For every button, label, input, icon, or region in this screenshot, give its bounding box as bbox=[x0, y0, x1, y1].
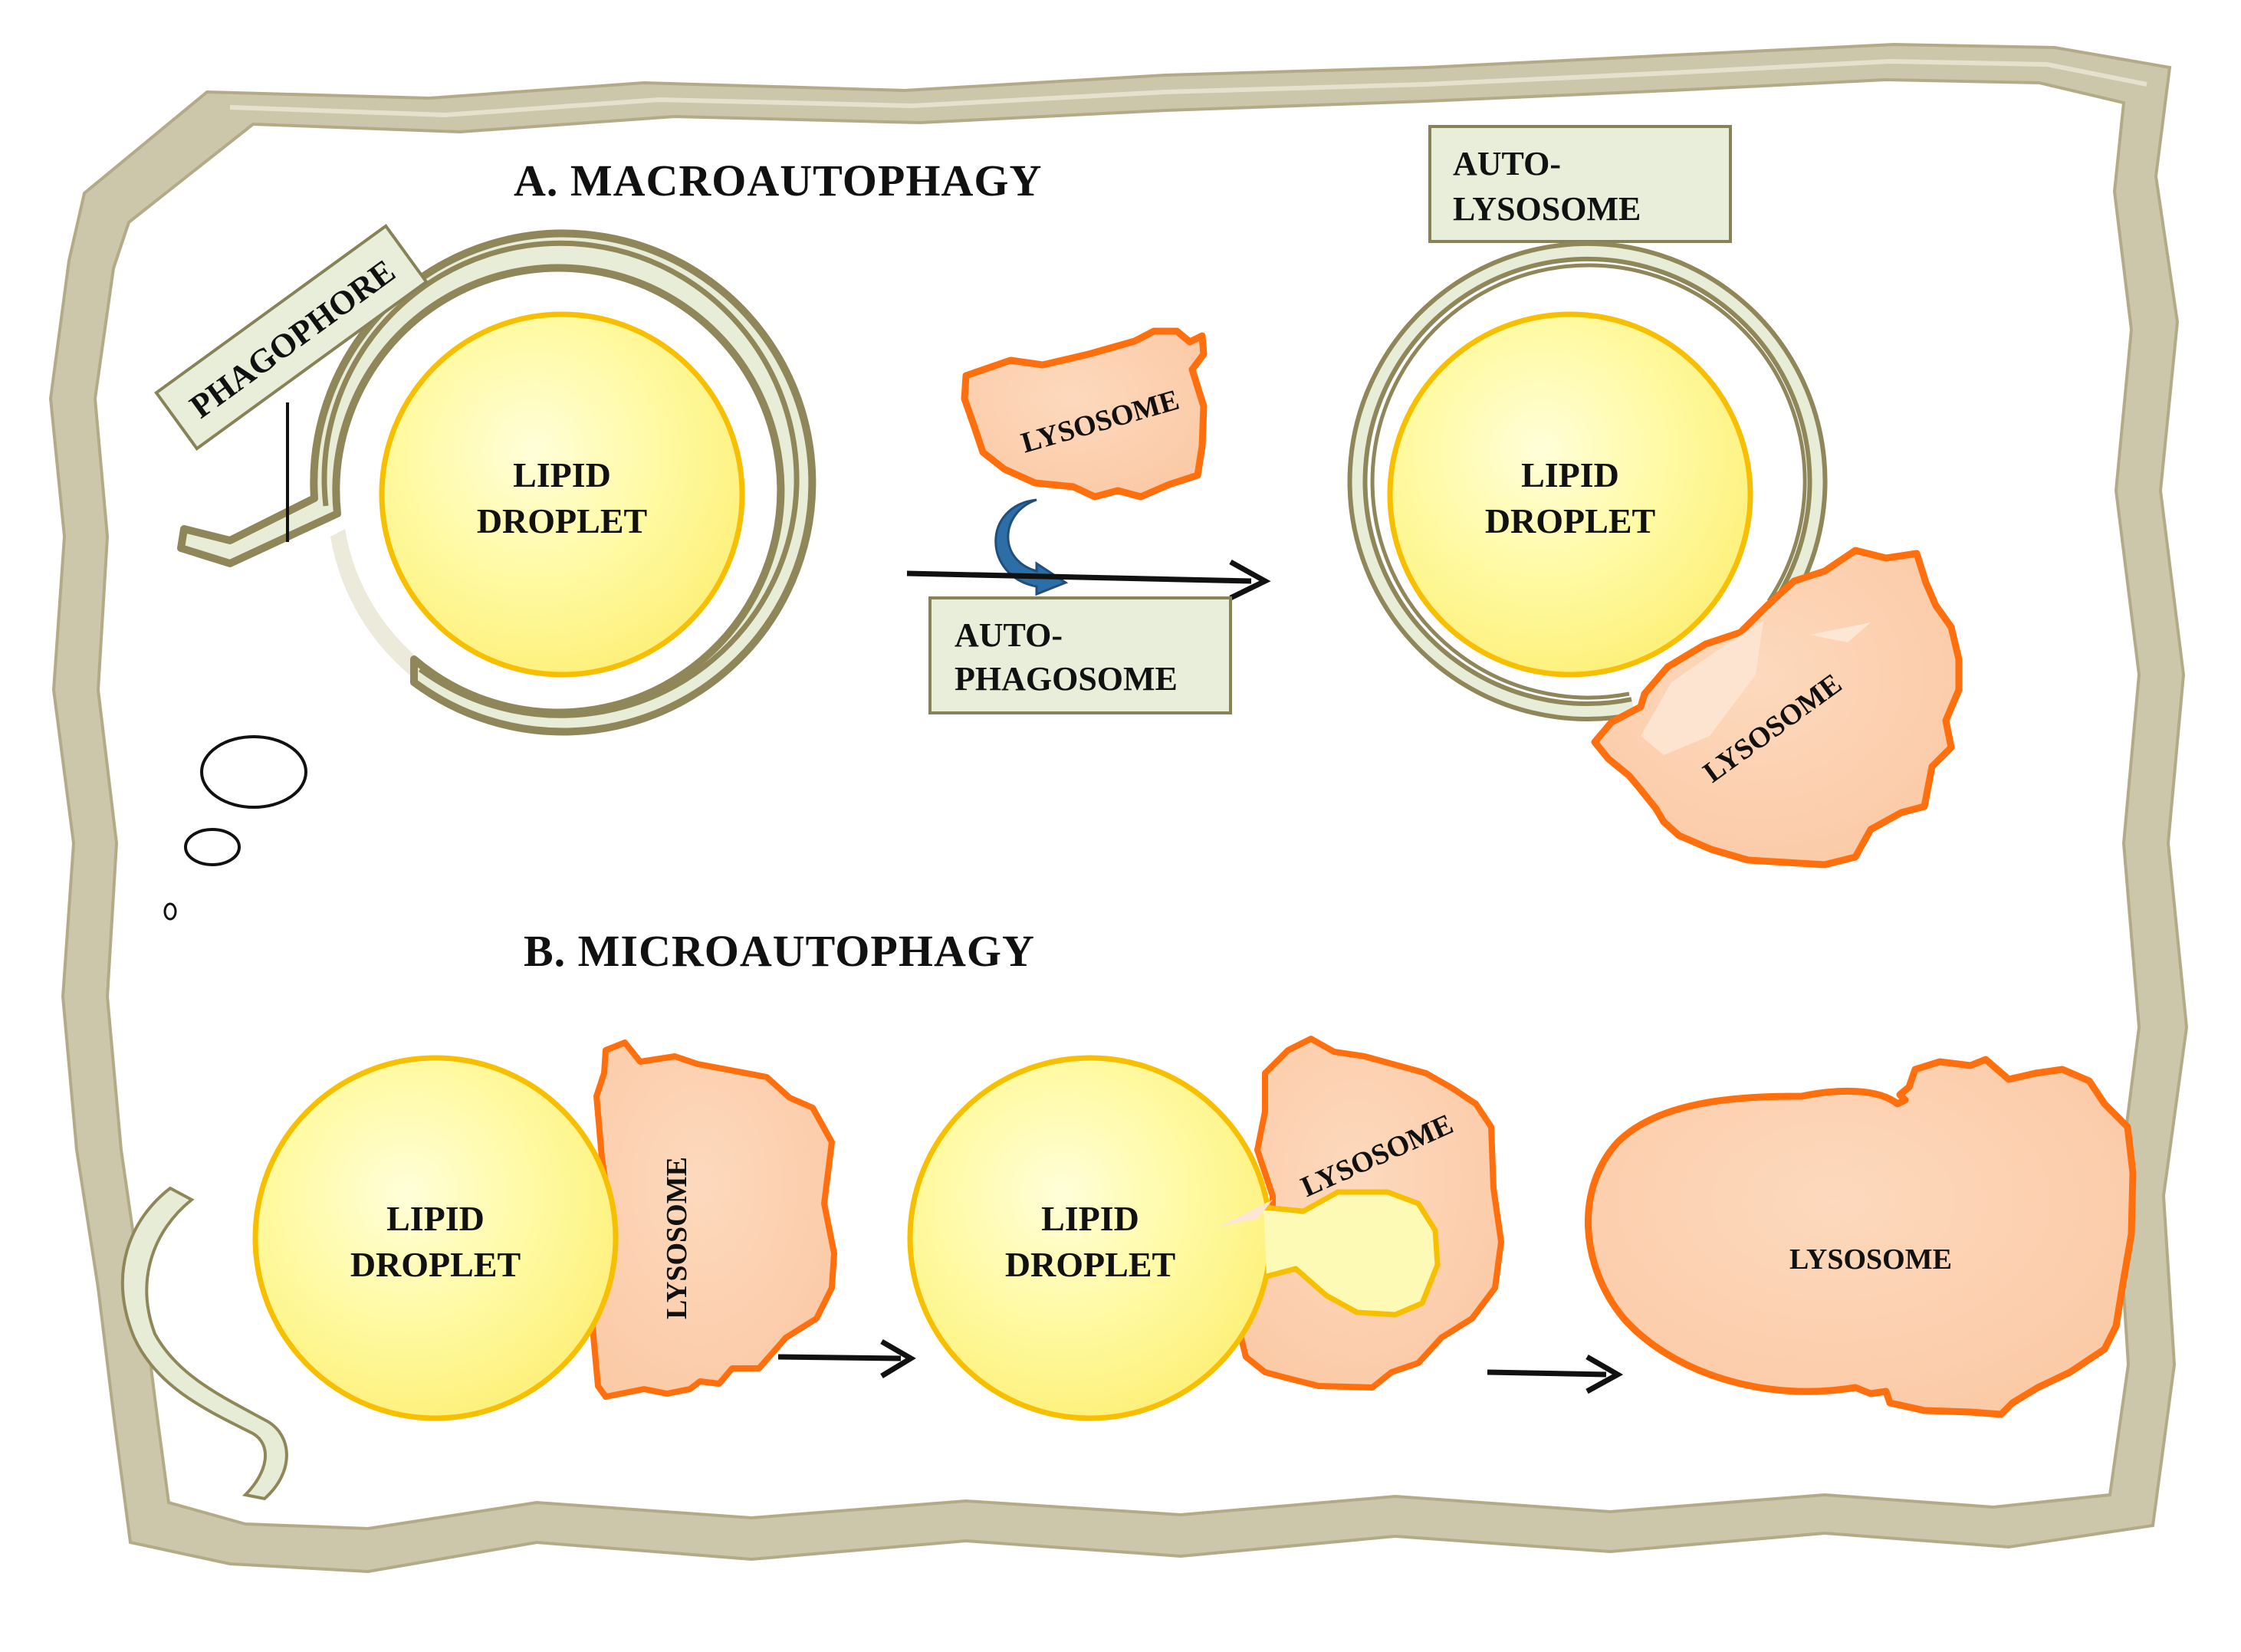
autolysosome-label-line1: AUTO- bbox=[1453, 145, 1561, 182]
autolysosome-mid-line bbox=[1370, 263, 1807, 700]
thought-bubble-medium bbox=[184, 828, 241, 866]
middle-transition: LYSOSOME AUTO- PHAGOSOME bbox=[906, 327, 1271, 714]
main-arrow-a-shaft bbox=[906, 570, 1252, 584]
thought-bubble-large bbox=[200, 735, 307, 809]
arrow-b2-head bbox=[1585, 1354, 1624, 1394]
lipid-droplet-label-a1-line2: DROPLET bbox=[477, 501, 647, 540]
lysosome-fused bbox=[1591, 547, 1963, 869]
autolysosome-label-box bbox=[1428, 125, 1732, 243]
autophagosome-label-box bbox=[928, 596, 1232, 714]
membrane-tail bbox=[120, 1186, 288, 1501]
cell-frame bbox=[48, 42, 2189, 1574]
droplet-protrusion bbox=[1263, 1189, 1441, 1318]
thought-bubble-small bbox=[163, 902, 177, 921]
arrow-b2-shaft bbox=[1487, 1369, 1607, 1378]
micro-panel-1: LIPID DROPLET LYSOSOME bbox=[252, 1039, 916, 1421]
arrow-b1-head bbox=[880, 1338, 916, 1378]
phagophore-inner-line bbox=[321, 240, 800, 718]
title-macroautophagy: A. MACROAUTOPHAGY bbox=[514, 156, 1042, 205]
protrusion-highlight bbox=[1219, 1200, 1273, 1227]
lipid-droplet-label-a1-line1: LIPID bbox=[513, 455, 611, 494]
lipid-droplet-label-b2-line2: DROPLET bbox=[1005, 1245, 1175, 1284]
frame-inner-highlight bbox=[229, 58, 2147, 118]
micro-panel-3: LYSOSOME bbox=[1584, 1056, 2137, 1418]
lipid-droplet-label-b1-line1: LIPID bbox=[386, 1199, 485, 1238]
main-arrow-a-head bbox=[1229, 559, 1271, 601]
lipid-droplet-a1 bbox=[379, 311, 745, 678]
lipid-droplet-b2 bbox=[907, 1055, 1273, 1421]
lysosome-b1 bbox=[587, 1039, 837, 1400]
lipid-droplet-b1 bbox=[252, 1055, 619, 1421]
fusion-highlight bbox=[1641, 621, 1763, 755]
lipid-droplet-label-a2-line1: LIPID bbox=[1521, 455, 1619, 494]
micro-panel-2: LIPID DROPLET LYSOSOME bbox=[907, 1036, 1624, 1421]
autolysosome-membrane-fill bbox=[1352, 246, 1823, 717]
lipid-droplet-label-a2-line2: DROPLET bbox=[1485, 501, 1655, 540]
phagophore-membrane bbox=[177, 229, 817, 736]
lysosome-b3 bbox=[1584, 1056, 2137, 1418]
phagophore-panel: PHAGOPHORE LIPID DROPLET bbox=[154, 224, 817, 736]
autolysosome-panel: AUTO- LYSOSOME LIPID DROPLET LYSOSOME bbox=[1347, 125, 1963, 869]
lipid-droplet-label-b1-line2: DROPLET bbox=[350, 1245, 521, 1284]
autophagosome-label-line2: PHAGOSOME bbox=[955, 660, 1178, 698]
lysosome-label-b1: LYSOSOME bbox=[661, 1157, 693, 1319]
lipid-droplet-a2 bbox=[1387, 311, 1753, 678]
curved-arrow-icon bbox=[994, 498, 1069, 596]
fusion-highlight-small bbox=[1809, 622, 1871, 642]
autophagosome-label-line1: AUTO- bbox=[955, 616, 1063, 654]
autolysosome-label-line2: LYSOSOME bbox=[1453, 190, 1641, 228]
title-microautophagy: B. MICROAUTOPHAGY bbox=[524, 926, 1035, 976]
lipid-droplet-label-b2-line1: LIPID bbox=[1041, 1199, 1139, 1238]
lysosome-small bbox=[961, 327, 1208, 501]
lysosome-label-b3: LYSOSOME bbox=[1789, 1243, 1952, 1276]
arrow-b1-shaft bbox=[777, 1354, 902, 1361]
